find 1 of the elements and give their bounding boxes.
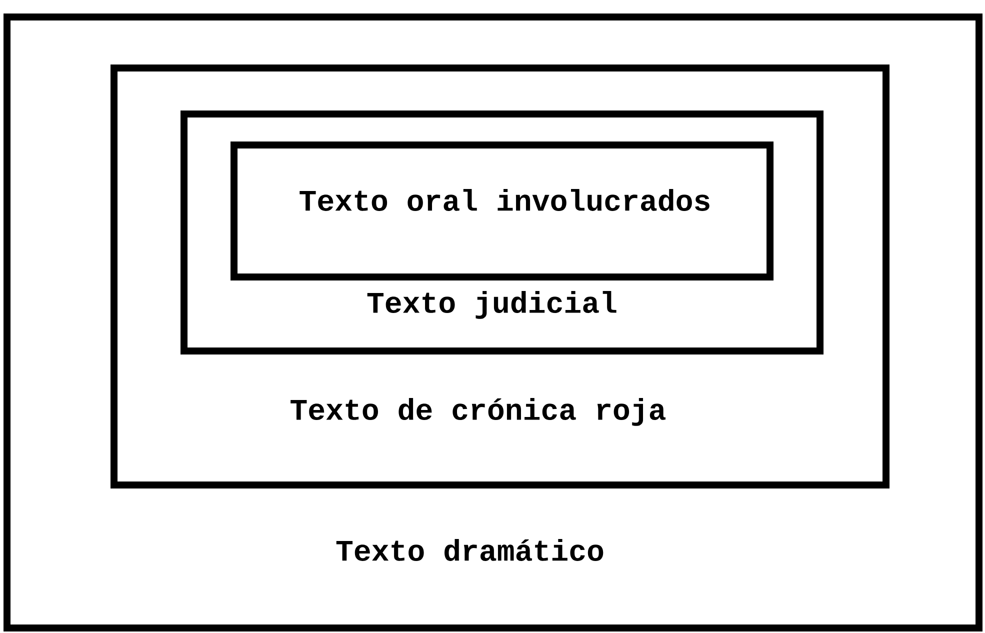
nested-box: Texto oral involucrados [230,141,774,280]
